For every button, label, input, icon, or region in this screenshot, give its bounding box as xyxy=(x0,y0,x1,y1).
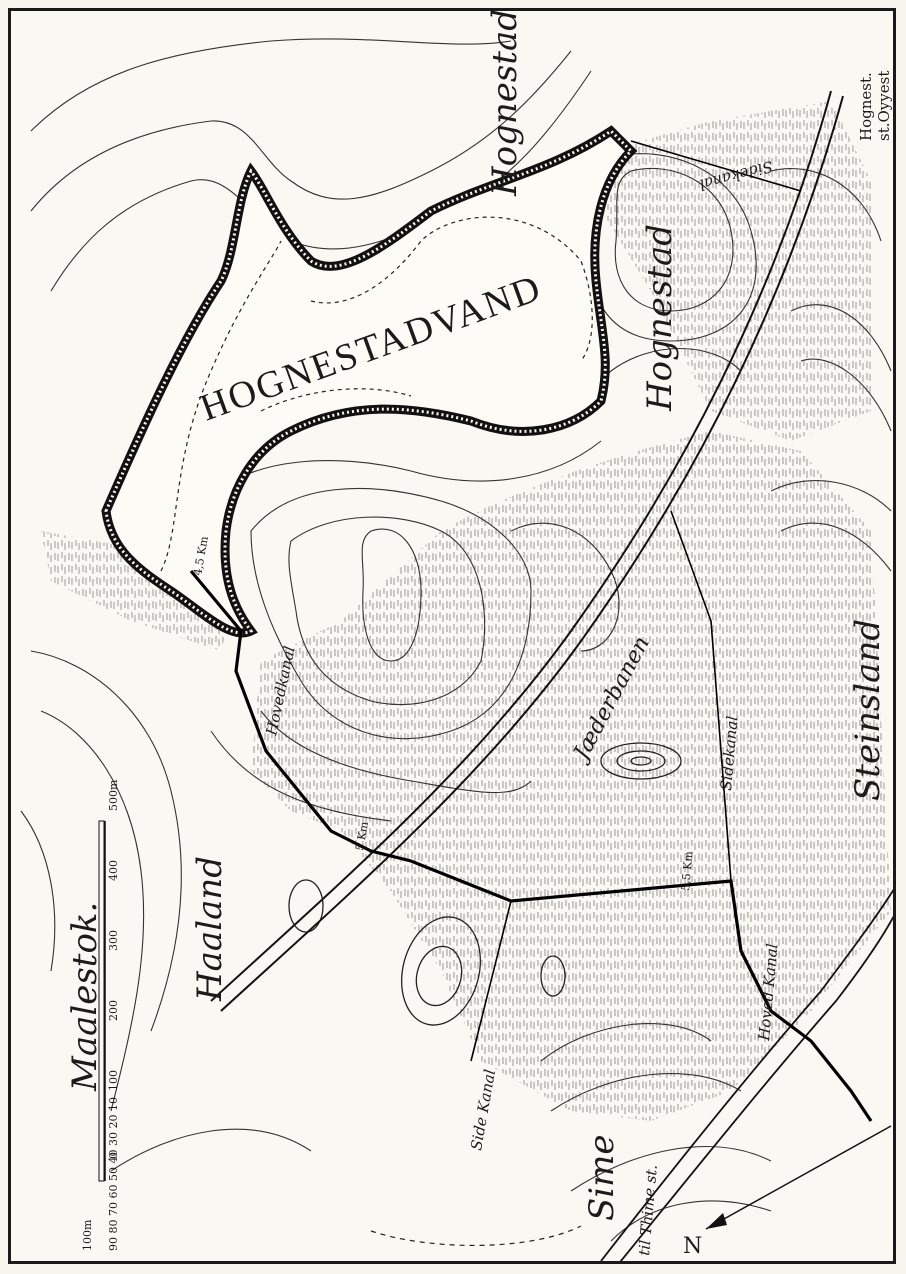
contour-lines xyxy=(20,38,892,1242)
scale-tick-400: 400 xyxy=(107,860,120,881)
km-marker-5: 5 Km xyxy=(353,820,371,852)
scale-tick-500: 500m xyxy=(107,779,120,811)
scale-tick-300: 300 xyxy=(107,930,120,951)
station-hognest-2: st.Oyyest xyxy=(875,71,893,141)
place-steinsland: Steinsland xyxy=(848,619,888,801)
scale-bar: Maalestok. 100m 90 80 70 60 50 40 30 20 … xyxy=(65,779,120,1251)
to-thime-label: til Thime st. xyxy=(635,1164,661,1256)
road-to-thime xyxy=(600,888,893,1261)
north-arrow: N xyxy=(683,1125,892,1259)
place-sime: Sime xyxy=(582,1134,622,1221)
side-canals xyxy=(470,140,802,1062)
hill-ellipses xyxy=(288,742,682,1026)
lake-hognestadvand xyxy=(101,125,638,638)
station-hognest: Hognest. xyxy=(857,72,875,141)
topographic-map: N HOGNESTADVAND Hognestad Hognestad Haal… xyxy=(20,11,893,1261)
scale-tick-100: 100 xyxy=(107,1070,120,1091)
north-label: N xyxy=(683,1234,702,1259)
scale-sub-ticks: 90 80 70 60 50 40 30 20 10 xyxy=(107,1097,120,1251)
scale-unit-start: 100m xyxy=(81,1219,94,1251)
marsh-areas xyxy=(41,101,891,1121)
km-marker-5-5: 5,5 Km xyxy=(679,850,695,891)
place-hognestad-east: Hognestad xyxy=(640,224,680,412)
railway-line xyxy=(210,90,844,1012)
scale-title: Maalestok. xyxy=(65,902,105,1092)
place-haaland: Haaland xyxy=(190,856,230,1002)
main-canal xyxy=(189,569,873,1122)
scale-tick-200: 200 xyxy=(107,1000,120,1021)
scale-tick-0: 0 xyxy=(107,1152,120,1159)
side-canal-south-label: Side Kanal xyxy=(467,1068,499,1152)
place-hognestad-north: Hognestad xyxy=(485,11,525,197)
dashed-boundary xyxy=(370,1225,582,1247)
map-frame: N HOGNESTADVAND Hognestad Hognestad Haal… xyxy=(8,8,896,1264)
